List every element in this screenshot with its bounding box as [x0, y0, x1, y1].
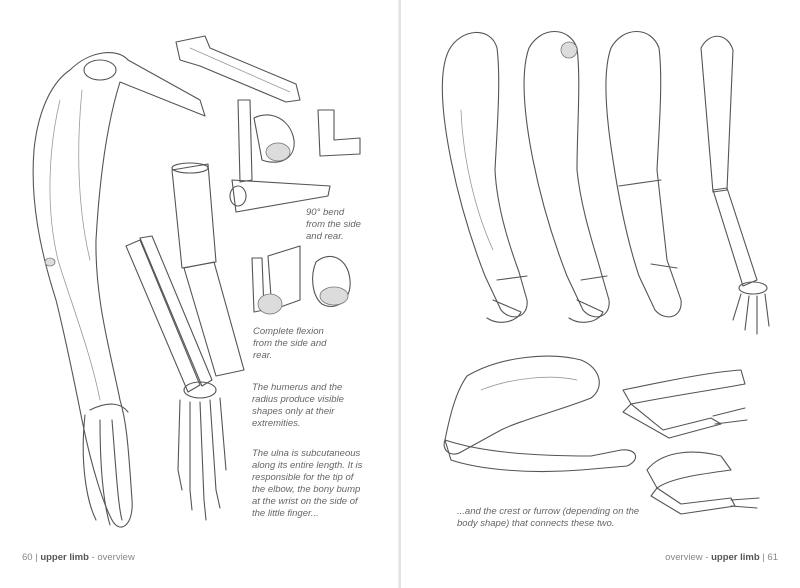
caption-crest-furrow: ...and the crest or furrow (depending on… [457, 506, 640, 529]
book-gutter [398, 0, 402, 588]
caption-ulna: The ulna is subcutaneous along its entir… [252, 448, 363, 519]
right-folio-chapter: upper limb [711, 552, 760, 563]
skeleton-arm-drawing [125, 235, 227, 521]
left-page-illustrations [32, 35, 361, 528]
small-arm-drawing-1 [622, 369, 748, 439]
left-folio: 60 | upper limb - overview [22, 552, 135, 563]
scapula-drawing [175, 35, 301, 103]
arm-skeleton-progression-drawing [700, 35, 770, 335]
right-folio-section: overview [665, 552, 703, 563]
arm-progression-1-drawing [441, 31, 528, 323]
left-folio-section: overview [97, 552, 135, 563]
cylinder-forearm-drawing [171, 162, 245, 377]
arm-progression-3-drawing [605, 31, 682, 318]
left-folio-separator: | [32, 552, 41, 563]
right-folio-separator: | [759, 552, 768, 563]
left-page-number: 60 [22, 552, 33, 563]
caption-90-bend: 90° bend from the side and rear. [306, 207, 361, 242]
right-page-number: 61 [767, 552, 778, 563]
muscled-arm-drawing [32, 52, 206, 528]
left-folio-dash: - [88, 552, 98, 563]
left-page: 90° bend from the side and rear. Complet… [0, 0, 399, 588]
elbow-studies-drawing [229, 99, 361, 315]
flexed-arm-drawing [443, 355, 637, 473]
right-page: ...and the crest or furrow (depending on… [401, 0, 800, 588]
caption-humerus-radius: The humerus and the radius produce visib… [252, 382, 344, 429]
right-page-illustrations [441, 31, 770, 515]
arm-progression-2-drawing [523, 31, 610, 323]
small-arm-drawing-2 [646, 451, 760, 515]
caption-complete-flexion: Complete flexion from the side and rear. [253, 326, 327, 361]
right-folio-dash: - [702, 552, 712, 563]
right-folio: overview - upper limb | 61 [665, 552, 778, 563]
left-folio-chapter: upper limb [40, 552, 89, 563]
